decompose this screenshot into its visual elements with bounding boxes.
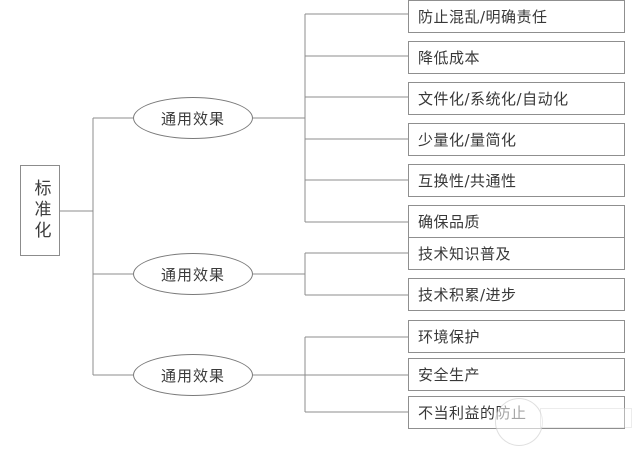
leaf-node[interactable]: 互换性/共通性 [408, 164, 625, 197]
leaf-node-label: 文件化/系统化/自动化 [418, 90, 569, 108]
leaf-node-label: 技术知识普及 [418, 245, 512, 263]
leaf-node-label: 技术积累/进步 [418, 286, 517, 304]
leaf-node[interactable]: 技术知识普及 [408, 237, 625, 270]
leaf-node[interactable]: 安全生产 [408, 358, 625, 391]
leaf-node[interactable]: 降低成本 [408, 41, 625, 74]
root-node-label: 标准化 [30, 179, 51, 242]
leaf-node[interactable]: 确保品质 [408, 205, 625, 238]
leaf-node-label: 确保品质 [418, 213, 481, 231]
group-node-2-label: 通用效果 [160, 265, 225, 284]
group-node-1-label: 通用效果 [160, 109, 225, 128]
leaf-node[interactable]: 少量化/量简化 [408, 123, 625, 156]
leaf-node[interactable]: 环境保护 [408, 320, 625, 353]
root-node-standardization[interactable]: 标准化 [20, 165, 60, 256]
leaf-node-label: 安全生产 [418, 366, 481, 384]
leaf-node[interactable]: 技术积累/进步 [408, 278, 625, 311]
group-node-2[interactable]: 通用效果 [133, 253, 253, 295]
watermark-bar [540, 408, 632, 428]
watermark-circle [495, 398, 543, 446]
group-node-1[interactable]: 通用效果 [133, 97, 253, 139]
leaf-node[interactable]: 文件化/系统化/自动化 [408, 82, 625, 115]
leaf-node-label: 少量化/量简化 [418, 131, 517, 149]
leaf-node-label: 降低成本 [418, 49, 481, 67]
group-node-3[interactable]: 通用效果 [133, 354, 253, 396]
group-node-3-label: 通用效果 [160, 366, 225, 385]
leaf-node[interactable]: 防止混乱/明确责任 [408, 0, 625, 33]
leaf-node-label: 互换性/共通性 [418, 172, 517, 190]
leaf-node-label: 防止混乱/明确责任 [418, 8, 548, 26]
leaf-node-label: 环境保护 [418, 328, 481, 346]
